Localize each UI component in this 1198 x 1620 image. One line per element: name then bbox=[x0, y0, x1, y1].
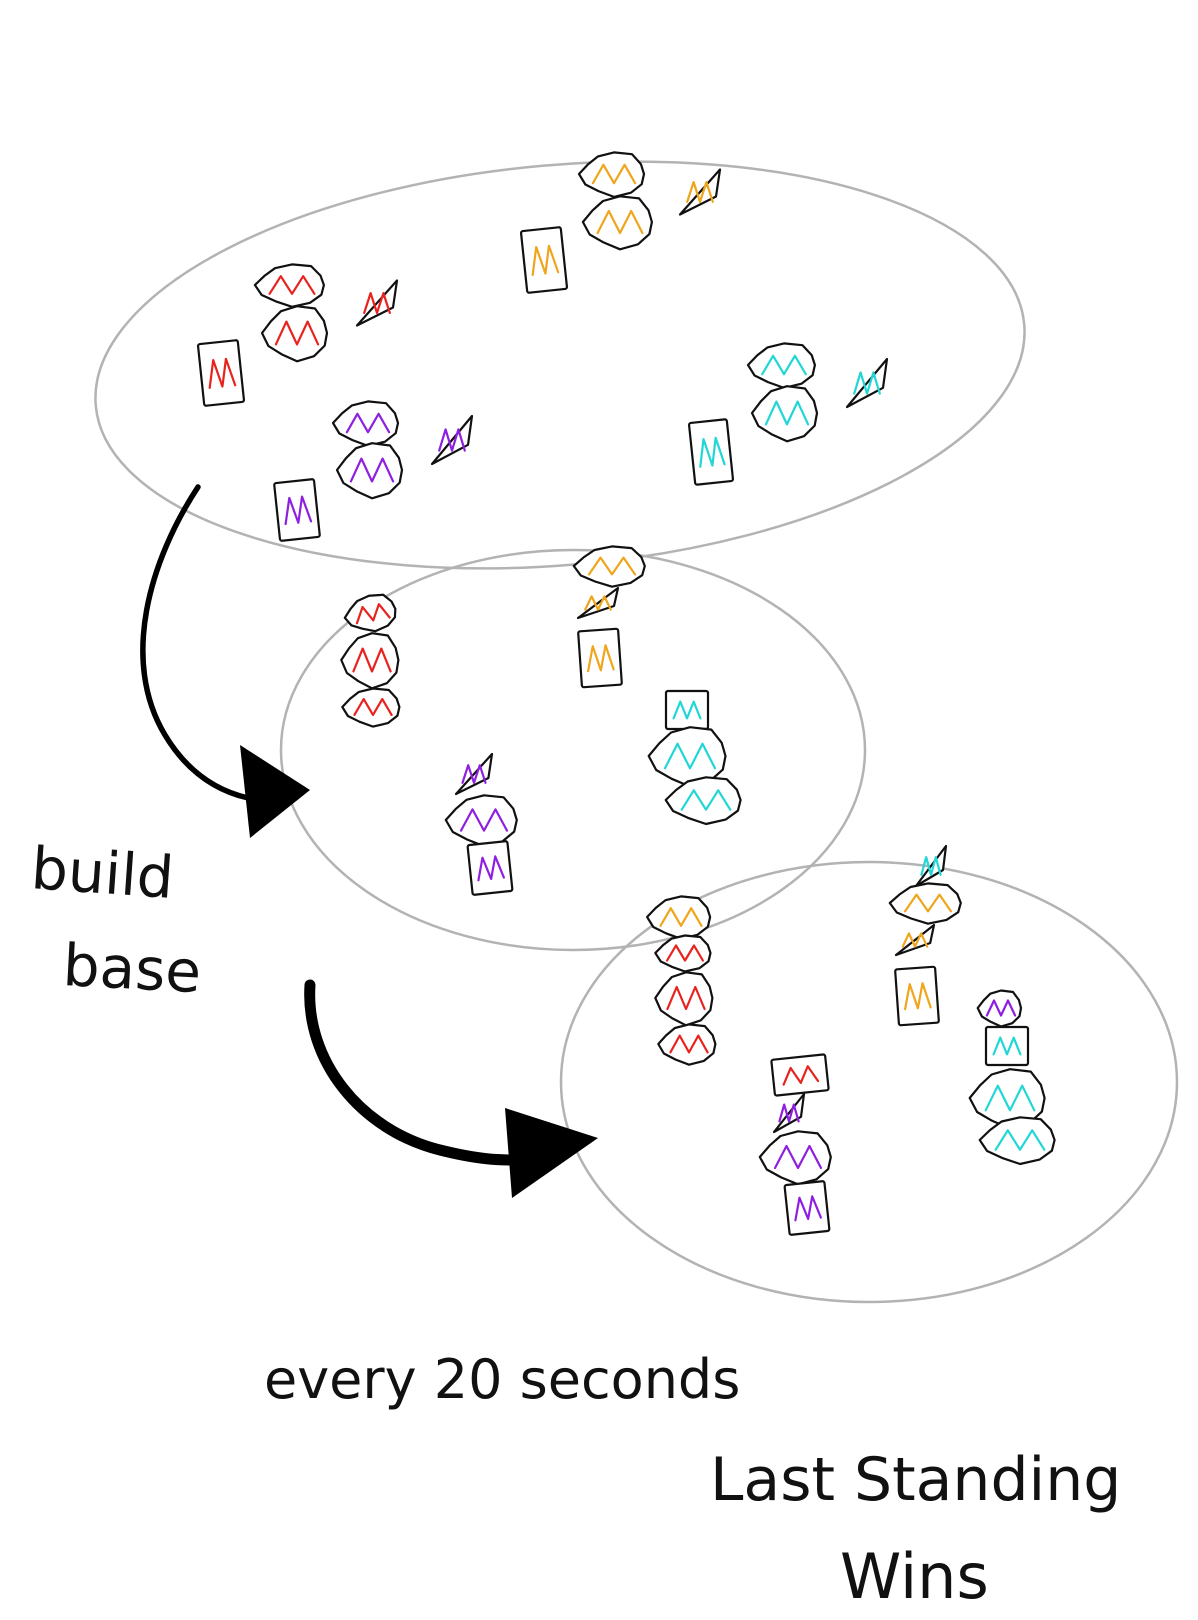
stage3-d-cyan-card bbox=[986, 1027, 1028, 1065]
build-base-annotation: build base bbox=[29, 834, 203, 1006]
stage3-c-purple-triangle bbox=[774, 1094, 804, 1132]
last-standing-label: Last Standing bbox=[710, 1445, 1121, 1515]
stage3-c-purple-card bbox=[784, 1181, 829, 1235]
stage2-orange-rock bbox=[574, 546, 645, 586]
base-label: base bbox=[61, 931, 203, 1006]
build-label: build bbox=[29, 834, 176, 912]
stage2-purple-rock bbox=[446, 795, 517, 846]
wins-label: Wins bbox=[840, 1540, 989, 1613]
stage1-red-card bbox=[198, 340, 244, 406]
stage3-a-red-rock-2 bbox=[655, 972, 712, 1025]
outcome-annotation: Last Standing Wins bbox=[710, 1445, 1121, 1613]
stage2-red-rock-1 bbox=[342, 592, 399, 636]
stage3-c-red-card bbox=[771, 1054, 828, 1095]
stage3-b-orange-triangle bbox=[896, 925, 934, 955]
stage1-orange-card bbox=[521, 227, 567, 293]
stage2-red-rock-2 bbox=[341, 633, 398, 688]
stage1-purple-rock-bottom bbox=[337, 443, 402, 498]
stage1-purple-triangle bbox=[432, 416, 472, 464]
stage3-a-orange-rock bbox=[647, 896, 710, 938]
stage1-cyan-rock-bottom bbox=[752, 386, 817, 441]
stage3-c-purple-rock bbox=[760, 1131, 831, 1184]
stage3-d-cyan-rock-2 bbox=[980, 1117, 1055, 1164]
stage1-orange-rock-bottom bbox=[583, 196, 652, 249]
stage2-cyan-card bbox=[666, 691, 708, 729]
stage1-orange-rock-top bbox=[579, 152, 644, 197]
stage1-red-rock-bottom bbox=[262, 306, 327, 361]
stage1-red-rock-top bbox=[255, 264, 324, 306]
stage1-cyan-triangle bbox=[847, 359, 887, 407]
stage1-cyan-rock-top bbox=[748, 343, 815, 388]
stage1-purple-card bbox=[274, 479, 320, 541]
stage2-orange-card bbox=[578, 629, 622, 688]
stage1-purple-rock-top bbox=[333, 401, 398, 446]
stage1-orange-triangle bbox=[680, 170, 720, 215]
arrow-stage2-to-stage3 bbox=[310, 985, 598, 1198]
stage2-purple-card bbox=[467, 841, 512, 895]
stage3-b-orange-rock bbox=[890, 883, 961, 923]
stage2-cyan-rock-2 bbox=[666, 777, 741, 824]
stage3-a-red-rock-3 bbox=[658, 1024, 715, 1064]
interval-label: every 20 seconds bbox=[264, 1348, 740, 1411]
stage2-red-rock-3 bbox=[342, 689, 399, 727]
stage3-b-orange-card bbox=[895, 967, 939, 1026]
stage1-cyan-card bbox=[689, 419, 733, 485]
stage1-red-triangle bbox=[357, 281, 397, 326]
stage3-d-purple-rock bbox=[978, 991, 1021, 1027]
stage2-orange-triangle bbox=[578, 588, 618, 618]
stage2-purple-triangle bbox=[456, 754, 492, 794]
